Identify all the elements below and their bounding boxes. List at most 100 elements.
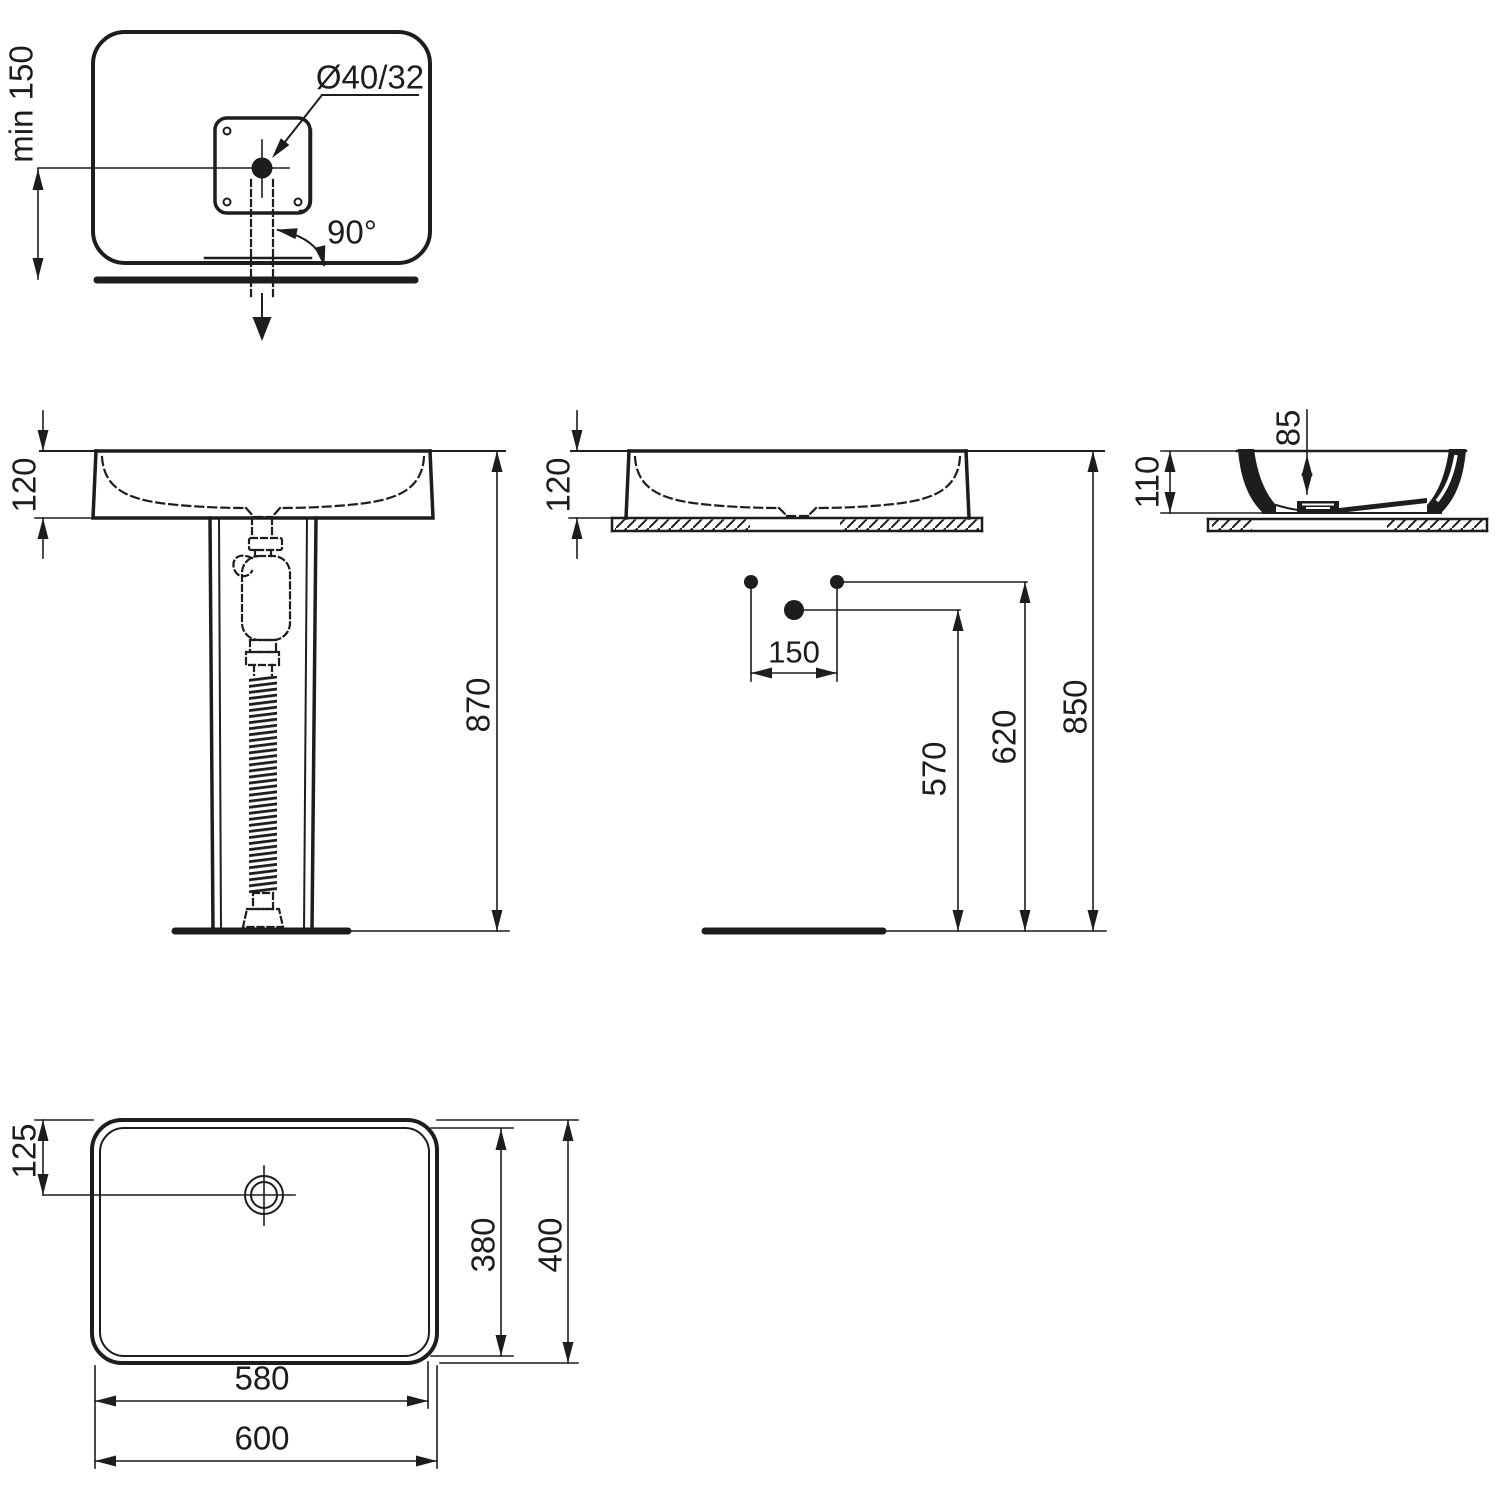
dim-supply-height: 620 xyxy=(986,581,1031,932)
dim-label-basin-height: 120 xyxy=(6,457,43,512)
basin-body xyxy=(624,449,971,520)
arrow-up-icon xyxy=(32,169,44,190)
dim-outer-height: 110 xyxy=(1129,450,1264,514)
basin-inner-rim xyxy=(99,1127,430,1357)
dim-label-bowl-depth: 85 xyxy=(1270,410,1307,447)
arrow-down-icon xyxy=(491,910,503,931)
screw-hole xyxy=(222,197,232,207)
dim-inner-depth: 380 xyxy=(430,1127,514,1357)
dim-label-drain-diameter: Ø40/32 xyxy=(316,59,424,96)
arrow-up-icon xyxy=(562,1120,574,1141)
angle-annotation: 90° xyxy=(276,214,377,267)
overflow-hook xyxy=(232,554,254,578)
dim-label-basin-height: 120 xyxy=(540,457,577,512)
dim-basin-height-front: 120 xyxy=(6,410,92,559)
siphon-trap-dashed xyxy=(232,516,292,929)
mounting-plate xyxy=(213,116,312,215)
view-section: 110 85 xyxy=(1129,409,1489,533)
dim-label-outer-width: 600 xyxy=(234,1420,289,1457)
dim-inner-width: 580 xyxy=(94,1360,429,1469)
dim-label-min-height: min 150 xyxy=(3,45,40,162)
screw-hole xyxy=(293,197,303,207)
dim-rim-height: 850 xyxy=(1057,450,1099,932)
view-front: 120 870 xyxy=(6,410,510,935)
dim-label-total-height: 870 xyxy=(460,677,497,732)
arrow-right-icon xyxy=(816,667,837,679)
drain-point-dot xyxy=(784,600,804,620)
arrow-down-icon xyxy=(1087,910,1099,931)
arrow-down-icon xyxy=(1301,473,1313,494)
dim-label-hole-spacing: 150 xyxy=(768,635,820,670)
dim-hole-spacing: 150 xyxy=(750,635,838,679)
dim-label-rim-height: 850 xyxy=(1057,679,1094,734)
arrow-down-icon xyxy=(952,910,964,931)
right-wall-section xyxy=(1427,449,1466,513)
dim-drain-height: 570 xyxy=(916,609,964,932)
dim-total-height: 870 xyxy=(460,450,503,932)
fixing-point-dot xyxy=(830,575,844,589)
fixing-point-dot xyxy=(744,575,758,589)
arrow-up-icon xyxy=(571,518,583,539)
screw-hole xyxy=(222,126,232,136)
leader-arrow-icon xyxy=(272,138,290,158)
arrow-up-icon xyxy=(952,610,964,631)
dim-min-150: min 150 xyxy=(3,45,290,280)
arrow-up-icon xyxy=(1164,451,1176,472)
arrow-up-icon xyxy=(1019,582,1031,603)
arrow-down-icon xyxy=(562,1342,574,1363)
arrow-left-icon xyxy=(95,1395,116,1407)
arrow-up-icon xyxy=(491,451,503,472)
pedestal xyxy=(208,516,318,933)
dim-outer-width: 600 xyxy=(94,1365,438,1469)
countertop-section xyxy=(610,516,984,533)
arrow-down-icon xyxy=(495,1335,507,1356)
tap-hole-markers xyxy=(744,575,1028,682)
arrow-down-icon xyxy=(314,245,326,267)
arrow-down-icon xyxy=(32,258,44,279)
overflow-channel xyxy=(1435,454,1458,503)
arrow-down-icon xyxy=(1164,492,1176,513)
basin-body xyxy=(91,449,435,520)
dim-drain-offset: 125 xyxy=(6,1119,94,1196)
arrow-right-icon xyxy=(416,1455,437,1467)
drain-hole-plan xyxy=(42,1165,296,1226)
dim-basin-height-side: 120 xyxy=(540,410,612,559)
flow-direction-arrow xyxy=(252,293,272,341)
dim-label-outer-height: 110 xyxy=(1129,456,1166,509)
arrow-down-icon xyxy=(37,1174,49,1195)
arrow-down-icon xyxy=(571,430,583,451)
dim-bowl-depth: 85 xyxy=(1270,409,1313,495)
arrow-up-icon xyxy=(37,518,49,539)
label-drain-diameter: Ø40/32 xyxy=(272,59,424,158)
dim-label-inner-width: 580 xyxy=(234,1360,289,1397)
arrow-up-icon xyxy=(1301,455,1313,476)
arrow-left-icon xyxy=(276,228,298,240)
dim-label-drain-height: 570 xyxy=(916,741,953,796)
arrow-left-icon xyxy=(751,667,772,679)
dim-outer-depth: 400 xyxy=(436,1119,579,1364)
arrow-down-icon xyxy=(1019,910,1031,931)
arrow-down-icon xyxy=(252,317,272,341)
dim-label-drain-offset: 125 xyxy=(6,1123,43,1178)
arrow-down-icon xyxy=(37,430,49,451)
arrow-up-icon xyxy=(495,1129,507,1150)
basin-outer-outline xyxy=(90,1118,439,1365)
arrow-left-icon xyxy=(95,1455,116,1467)
countertop-section xyxy=(1206,517,1489,533)
waste-pipe-dashed xyxy=(249,178,275,300)
view-drain-detail: min 150 Ø40/32 90° xyxy=(3,30,432,341)
arrow-up-icon xyxy=(1087,451,1099,472)
bowl-bottom-slope xyxy=(1339,498,1427,513)
dim-label-outer-depth: 400 xyxy=(532,1217,569,1272)
arrow-up-icon xyxy=(37,1120,49,1141)
dim-label-supply-height: 620 xyxy=(986,709,1023,764)
left-wall-section xyxy=(1238,449,1276,513)
view-side-mounting: 150 570 620 850 120 xyxy=(540,410,1107,935)
dim-label-inner-depth: 380 xyxy=(465,1217,502,1272)
view-plan: 125 380 400 580 xyxy=(6,1118,579,1469)
flexible-hose xyxy=(249,676,277,893)
arrow-right-icon xyxy=(407,1395,428,1407)
